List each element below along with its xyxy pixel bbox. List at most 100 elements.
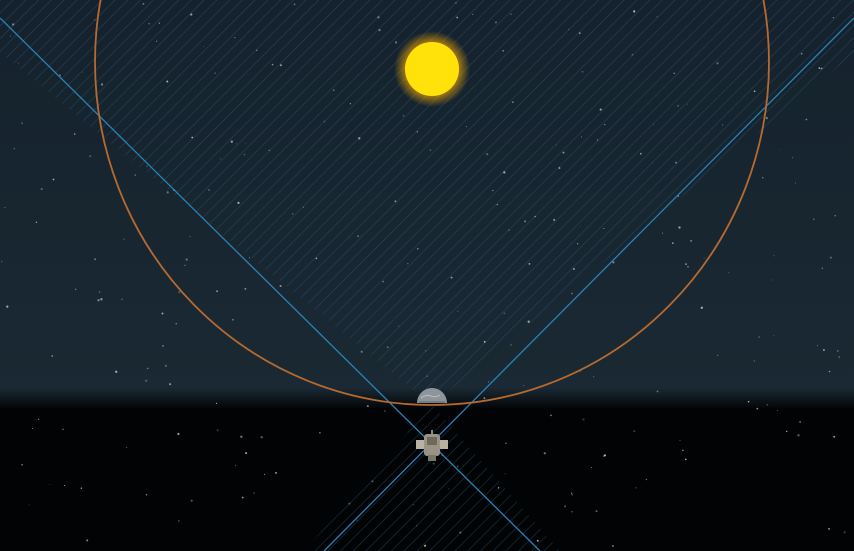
spacecraft-icon — [416, 430, 448, 461]
star — [843, 531, 846, 534]
star — [591, 467, 593, 468]
star — [603, 454, 607, 457]
star — [235, 465, 236, 467]
star — [829, 256, 832, 259]
star — [241, 496, 244, 499]
star — [245, 452, 248, 455]
star — [633, 430, 636, 433]
star — [684, 458, 687, 461]
star — [28, 504, 30, 506]
star — [504, 473, 506, 475]
star — [6, 305, 9, 308]
star — [570, 492, 573, 494]
star — [274, 471, 278, 474]
star — [169, 383, 172, 386]
star — [161, 312, 164, 315]
star — [770, 279, 772, 281]
star — [571, 511, 573, 513]
star — [700, 306, 703, 309]
star — [773, 335, 775, 337]
star — [177, 432, 180, 436]
star — [791, 156, 794, 159]
star — [550, 414, 552, 417]
star — [32, 428, 33, 429]
star — [758, 336, 760, 338]
star — [100, 298, 103, 301]
star — [812, 218, 815, 221]
star — [805, 118, 808, 121]
star — [184, 264, 186, 266]
star — [717, 354, 719, 356]
star — [833, 435, 836, 438]
star — [766, 403, 769, 406]
star — [703, 257, 705, 259]
star — [52, 178, 55, 181]
star — [216, 290, 219, 293]
star — [523, 384, 525, 386]
star — [145, 379, 148, 382]
star — [838, 356, 841, 359]
star — [94, 258, 97, 261]
star — [98, 291, 101, 293]
star — [571, 494, 573, 496]
star — [190, 499, 193, 502]
star — [564, 505, 566, 508]
star — [799, 420, 802, 423]
star — [595, 510, 598, 513]
star — [260, 436, 263, 439]
star — [543, 452, 546, 455]
star — [776, 410, 778, 412]
star — [656, 390, 659, 393]
star — [756, 407, 759, 410]
sun-icon — [394, 31, 470, 107]
star — [215, 402, 218, 405]
star — [177, 520, 180, 522]
star — [166, 191, 169, 194]
star — [582, 418, 585, 421]
star — [86, 539, 89, 542]
star — [175, 323, 177, 325]
star — [51, 354, 54, 357]
star — [263, 473, 266, 475]
star — [690, 239, 693, 242]
star — [671, 242, 674, 244]
star — [685, 263, 687, 265]
star — [821, 267, 824, 269]
star — [13, 147, 15, 150]
star — [216, 429, 219, 432]
star — [510, 344, 512, 346]
star — [687, 266, 689, 268]
star — [232, 318, 234, 321]
shadow-cone-left-line — [0, 17, 541, 551]
star — [35, 221, 38, 224]
star — [661, 232, 663, 234]
star — [62, 428, 64, 431]
star — [747, 400, 750, 403]
star — [115, 370, 118, 373]
star — [121, 298, 123, 300]
star — [253, 492, 255, 494]
star — [761, 176, 764, 179]
star — [4, 206, 6, 209]
star — [185, 258, 188, 261]
star — [126, 446, 128, 448]
orbit-path — [94, 0, 770, 406]
star — [279, 284, 282, 288]
star — [483, 397, 486, 400]
star — [786, 430, 788, 433]
star — [592, 375, 595, 378]
star — [780, 149, 782, 151]
star — [146, 367, 149, 370]
star — [89, 155, 92, 158]
star — [73, 133, 76, 135]
star — [678, 226, 681, 229]
star — [74, 288, 77, 290]
star — [612, 261, 615, 264]
star — [794, 182, 796, 184]
star — [828, 370, 831, 373]
star — [728, 271, 730, 274]
star — [383, 410, 386, 413]
star — [645, 478, 648, 481]
star — [505, 442, 507, 445]
star — [366, 405, 369, 408]
